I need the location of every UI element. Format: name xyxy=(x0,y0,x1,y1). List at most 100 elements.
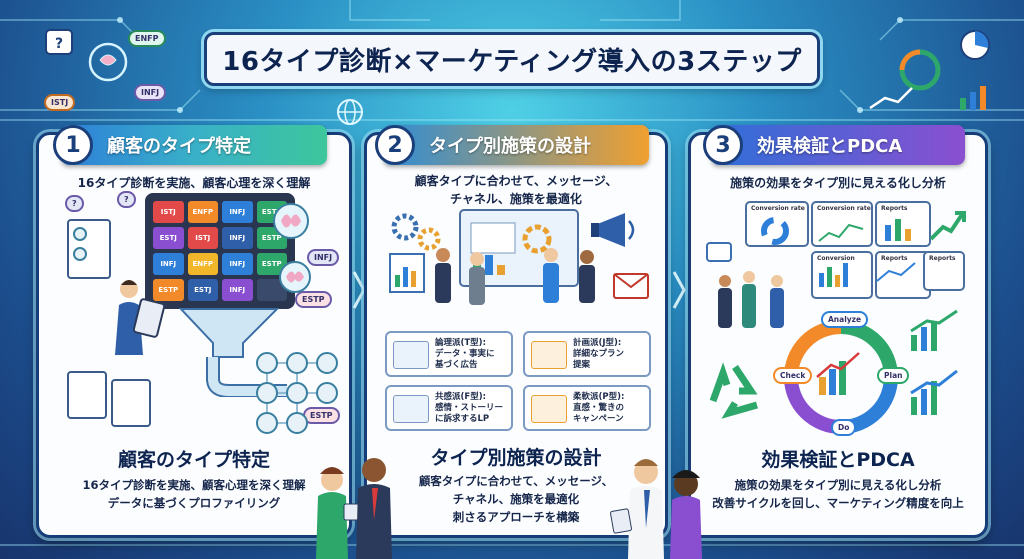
brain-network-illustration: ? xyxy=(45,29,128,82)
pdca-label-plan: Plan xyxy=(877,367,910,384)
card-line: 感情・ストーリー xyxy=(435,403,504,414)
plan-document-icon xyxy=(531,341,567,369)
step-subtitle: 16タイプ診断を実施、顧客心理を深く理解 xyxy=(77,176,311,190)
team-people-illustration xyxy=(706,242,784,328)
dashboard-panel: Conversion xyxy=(811,251,873,299)
type-tile: ESTJ xyxy=(187,279,218,301)
step-big-label: 効果検証とPDCA xyxy=(761,449,915,471)
type-tag: ESTP xyxy=(295,291,332,308)
type-tile: ENFP xyxy=(187,201,218,223)
type-tile xyxy=(256,279,287,301)
card-line: 詳細なプラン xyxy=(573,349,625,360)
step-number-badge: 3 xyxy=(703,125,743,165)
type-tile: INFJ xyxy=(222,227,253,249)
step-header-title: 効果検証とPDCA xyxy=(757,136,903,157)
strategy-card-feeling: 共感派(F型): 感情・ストーリー に訴求するLP xyxy=(385,385,513,431)
type-tile: ESTP xyxy=(256,253,287,275)
gear-icon xyxy=(391,213,441,251)
step-header-title: タイプ別施策の設計 xyxy=(429,136,591,157)
document-chart-icon xyxy=(393,341,429,369)
step-desc-line: 施策の効果をタイプ別に見える化し分析 xyxy=(734,478,942,492)
analyst-person-illustration xyxy=(115,280,166,355)
step-number-badge: 2 xyxy=(375,125,415,165)
step-header-2: 2 タイプ別施策の設計 xyxy=(375,125,649,165)
customer-network-illustration xyxy=(256,352,338,434)
dashboard-panel: Reports xyxy=(923,251,965,291)
step-header-1: 1 顧客のタイプ特定 xyxy=(53,125,327,165)
bar-chart-board xyxy=(389,253,425,293)
step-big-label: 顧客のタイプ特定 xyxy=(117,449,270,471)
type-tile: ISTJ xyxy=(153,201,184,223)
dashboard-label: Conversion rate xyxy=(751,205,805,212)
type-tag-infj: INFJ xyxy=(134,84,167,101)
step-header-3: 3 効果検証とPDCA xyxy=(703,125,965,165)
profile-card xyxy=(67,371,107,419)
funnel-pipe-illustration xyxy=(179,308,287,397)
step-number-badge: 1 xyxy=(53,125,93,165)
dashboard-charts xyxy=(761,217,916,287)
card-line: に訴求するLP xyxy=(435,414,490,425)
step-big-label: タイプ別施策の設計 xyxy=(430,447,602,469)
type-tile: INFJ xyxy=(153,253,184,275)
step-subtitle-line: 顧客タイプに合わせて、メッセージ、 xyxy=(414,174,618,188)
card-line: 直感・驚きの xyxy=(573,403,625,414)
dashboard-label: Reports xyxy=(929,255,956,262)
type-tile: ESTJ xyxy=(153,227,184,249)
strategy-card-thinking: 論理派(T型): データ・事実に 基づく広告 xyxy=(385,331,513,377)
dashboard-label: Reports xyxy=(881,205,908,212)
avatar xyxy=(73,247,87,261)
type-tile: ENFP xyxy=(187,253,218,275)
page-title: 16タイプ診断×マーケティング導入の3ステップ xyxy=(222,46,802,77)
brain-icon xyxy=(273,203,309,239)
type-tile: ISTJ xyxy=(187,227,218,249)
question-bubble-icon: ? xyxy=(65,195,84,212)
card-line: 柔軟派(P型): xyxy=(573,392,625,402)
strategy-card-judging: 計画派(J型): 詳細なプラン 提案 xyxy=(523,331,651,377)
avatar xyxy=(73,227,87,241)
type-tile: INFJ xyxy=(222,201,253,223)
card-line: キャンペーン xyxy=(573,414,624,425)
step-desc-line: 16タイプ診断を実施、顧客心理を深く理解 xyxy=(82,478,306,492)
dashboard-panel: Reports xyxy=(875,201,931,247)
megaphone-icon xyxy=(531,395,567,423)
step-panel-1: 1 顧客のタイプ特定 16タイプ診断を実施、顧客心理を深く理解 ? ? ISTJ… xyxy=(36,125,352,538)
dashboard-label: Conversion rate xyxy=(817,205,871,212)
step-subtitle: 施策の効果をタイプ別に見える化し分析 xyxy=(730,176,946,190)
profile-card xyxy=(111,379,151,427)
recycle-icon xyxy=(709,362,758,419)
step-desc-line: チャネル、施策を最適化 xyxy=(452,492,580,506)
megaphone-icon xyxy=(393,395,429,423)
step-header-title: 顧客のタイプ特定 xyxy=(107,136,251,157)
type-tag-enfp: ENFP xyxy=(128,30,166,47)
question-bubble-icon: ? xyxy=(117,191,136,208)
card-line: 提案 xyxy=(573,360,591,371)
page-title-box: 16タイプ診断×マーケティング導入の3ステップ xyxy=(204,32,820,86)
card-line: 計画派(J型): xyxy=(573,338,622,348)
step-panel-2: 2 タイプ別施策の設計 顧客タイプに合わせて、メッセージ、 チャネル、施策を最適… xyxy=(364,125,668,538)
globe-icon xyxy=(337,99,363,125)
card-line: 論理派(T型): xyxy=(435,338,486,348)
mail-icon xyxy=(613,273,649,299)
team-people-illustration xyxy=(435,248,595,305)
step-desc-line: 刺さるアプローチを構築 xyxy=(452,510,580,524)
svg-text:?: ? xyxy=(55,36,63,52)
card-line: データ・事実に xyxy=(435,349,495,360)
card-line: 基づく広告 xyxy=(435,360,478,371)
trend-up-arrow-icon xyxy=(929,211,966,241)
step-desc-line: 改善サイクルを回し、マーケティング精度を向上 xyxy=(712,496,964,510)
dashboard-label: Conversion xyxy=(817,255,855,262)
megaphone-icon xyxy=(591,213,635,247)
step-panel-3: 3 効果検証とPDCA 施策の効果をタイプ別に見える化し分析 Conversio… xyxy=(688,125,988,538)
growth-chart-icon xyxy=(910,309,958,415)
type-tile: INFJ xyxy=(222,253,253,275)
chevron-right-icon xyxy=(672,271,686,309)
pdca-label-do: Do xyxy=(831,419,857,436)
brain-icon xyxy=(279,261,311,293)
dashboard-label: Reports xyxy=(881,255,908,262)
type-tag-istj: ISTJ xyxy=(44,94,76,111)
step-subtitle-line: チャネル、施策を最適化 xyxy=(450,192,582,206)
type-tile: INFJ xyxy=(222,279,253,301)
pdca-label-analyze: Analyze xyxy=(821,311,869,328)
step-desc-line: データに基づくプロファイリング xyxy=(107,496,281,510)
